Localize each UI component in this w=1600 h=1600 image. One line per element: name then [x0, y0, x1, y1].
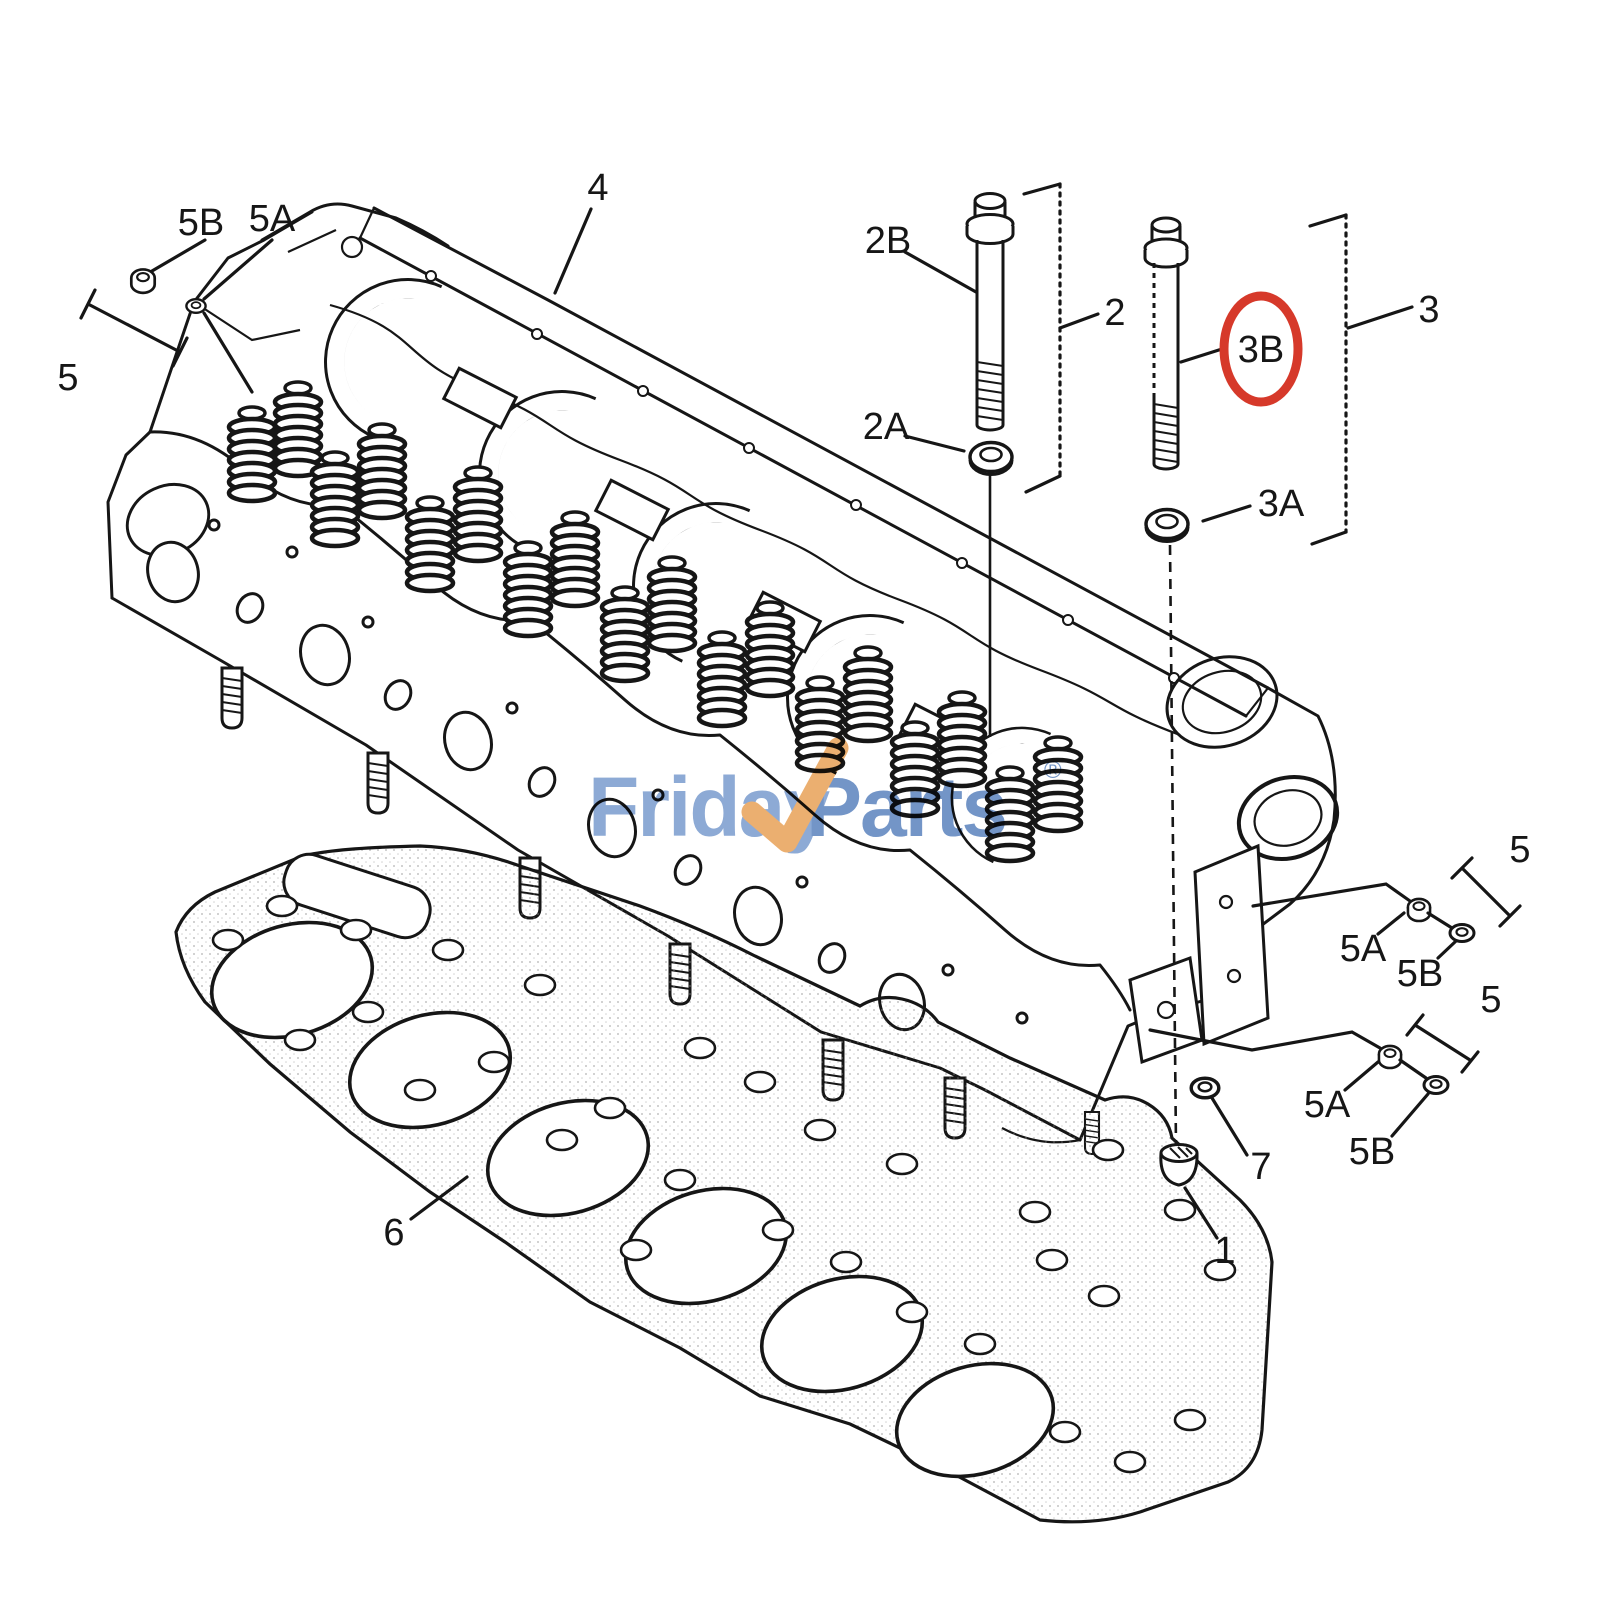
right-bracket-plate — [1193, 843, 1270, 1047]
head-bolt-3b — [1143, 216, 1189, 1147]
tab-bolt-hole — [340, 235, 364, 259]
washer-5b-right-lower — [1422, 1075, 1450, 1095]
callout-7: 7 — [1250, 1146, 1271, 1188]
leader-3a — [1201, 504, 1252, 523]
right-end-ring-boss — [1236, 774, 1340, 862]
callout-5b-right-lower: 5B — [1349, 1131, 1395, 1173]
washer-5b-right-upper — [1448, 923, 1476, 943]
callout-5-right-lower: 5 — [1480, 979, 1501, 1021]
leader-5-right-upper — [1251, 882, 1458, 960]
leader-7 — [1210, 1096, 1249, 1157]
callout-5b-left: 5B — [178, 202, 224, 244]
washer-2a — [968, 440, 1014, 477]
bracket-5-right-lower — [1405, 1013, 1480, 1074]
bracket-5-right-upper — [1450, 856, 1522, 928]
head-gasket-illustration — [174, 844, 1274, 1524]
watermark-registered-mark: ® — [1044, 757, 1062, 784]
watermark-check-icon — [741, 737, 849, 853]
nut-5a-right-upper — [1406, 897, 1432, 923]
callout-3a: 3A — [1258, 483, 1305, 525]
callout-2a: 2A — [863, 406, 910, 448]
highlight-circle-3b — [1219, 291, 1303, 407]
callout-5b-right-upper: 5B — [1397, 953, 1443, 995]
leader-5a-left — [202, 238, 274, 394]
gasket-small-holes — [211, 894, 1237, 1474]
plug-part-1 — [1159, 1143, 1199, 1187]
watermark: Friday Parts ® — [588, 737, 1062, 854]
lower-right-mount — [1128, 955, 1204, 1065]
bracket-5-left — [79, 288, 189, 368]
nut-5b-left — [129, 268, 157, 295]
callout-5a-right-lower: 5A — [1304, 1084, 1351, 1126]
leader-4 — [553, 207, 593, 295]
callout-3b: 3B — [1238, 329, 1284, 371]
leader-1 — [1183, 1186, 1219, 1240]
front-face-ports — [125, 482, 1029, 1032]
callout-1: 1 — [1214, 1230, 1235, 1272]
callout-2b: 2B — [865, 220, 911, 262]
leader-lines — [150, 207, 1458, 1240]
cylinder-head-illustration — [106, 202, 1340, 1156]
leader-2a — [903, 434, 966, 453]
leader-5-right-lower — [1148, 1028, 1430, 1138]
callout-3: 3 — [1418, 289, 1439, 331]
callout-4: 4 — [587, 167, 608, 209]
callout-2: 2 — [1104, 292, 1125, 334]
callout-6: 6 — [383, 1212, 404, 1254]
leader-3b — [1179, 347, 1224, 364]
washer-3a — [1144, 507, 1190, 544]
leader-6 — [409, 1175, 469, 1221]
group-brackets — [79, 182, 1522, 1074]
watermark-word2: Parts — [806, 760, 1006, 854]
bracket-2 — [1022, 182, 1100, 494]
callout-5a-left: 5A — [249, 198, 296, 240]
washer-part-7 — [1189, 1076, 1221, 1100]
leader-2b — [903, 250, 978, 294]
washer-5a-left — [185, 298, 207, 314]
bracket-3 — [1308, 213, 1414, 546]
callout-5a-right-upper: 5A — [1340, 928, 1387, 970]
leader-5b-left — [150, 238, 207, 273]
rail-bolt-holes — [425, 270, 1180, 684]
head-bolt-2b — [965, 192, 1015, 737]
right-end-opening — [1165, 655, 1279, 749]
gasket-cylinder-bores — [209, 920, 1056, 1479]
callout-5-left: 5 — [57, 357, 78, 399]
nut-5a-right-lower — [1377, 1044, 1403, 1070]
callout-5-right-upper: 5 — [1509, 829, 1530, 871]
